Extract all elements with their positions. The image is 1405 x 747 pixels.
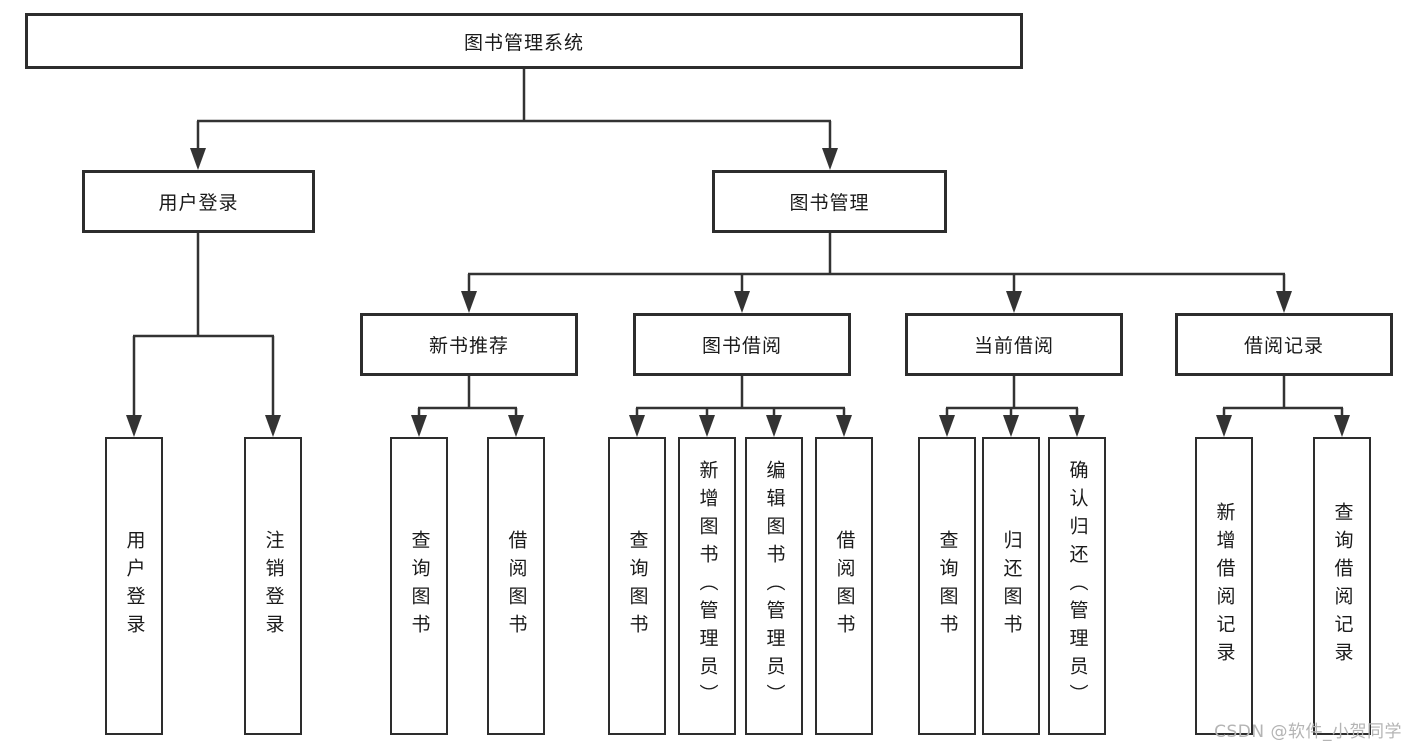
arrowhead — [461, 291, 477, 313]
leaf-current-return-books: 归还图书 — [982, 437, 1040, 735]
leaf-borrow-edit-books-admin-label: 编辑图书（管理员） — [763, 460, 786, 712]
connector-bookmgmt-to-level3 — [467, 233, 1286, 293]
leaf-current-confirm-return-admin-label: 确认归还（管理员） — [1066, 460, 1089, 712]
node-book-management-label: 图书管理 — [789, 192, 870, 214]
leaf-borrow-borrow-books: 借阅图书 — [815, 437, 873, 735]
leaf-user-login: 用户登录 — [105, 437, 163, 735]
leaf-record-add-record: 新增借阅记录 — [1195, 437, 1253, 735]
leaf-current-query-books-label: 查询图书 — [936, 530, 959, 642]
leaf-borrow-query-books-label: 查询图书 — [626, 530, 649, 642]
node-user-login-label: 用户登录 — [158, 192, 239, 214]
connector-records-to-leaves — [1222, 376, 1344, 417]
connector-root-to-level2 — [196, 69, 832, 150]
arrowhead — [766, 415, 782, 437]
node-new-book-recommend: 新书推荐 — [360, 313, 578, 376]
leaf-borrow-add-books-admin-label: 新增图书（管理员） — [696, 460, 719, 712]
arrowhead — [822, 148, 838, 170]
arrowhead — [629, 415, 645, 437]
arrowhead — [836, 415, 852, 437]
leaf-record-query-record-label: 查询借阅记录 — [1331, 502, 1354, 670]
connector-bookborrow-to-leaves — [635, 376, 846, 417]
leaf-record-add-record-label: 新增借阅记录 — [1213, 502, 1236, 670]
csdn-watermark: CSDN @软件_小贺同学 — [1214, 722, 1402, 742]
connector-segments — [132, 69, 1344, 417]
node-book-management: 图书管理 — [712, 170, 947, 233]
arrowhead — [411, 415, 427, 437]
leaf-current-return-books-label: 归还图书 — [1000, 530, 1023, 642]
leaf-newbook-borrow-books: 借阅图书 — [487, 437, 545, 735]
node-root: 图书管理系统 — [25, 13, 1023, 69]
leaf-newbook-borrow-books-label: 借阅图书 — [505, 530, 528, 642]
connector-userlogin-to-leaves — [132, 233, 275, 417]
node-current-borrow-label: 当前借阅 — [973, 335, 1054, 357]
arrowhead — [1334, 415, 1350, 437]
leaf-logout-label: 注销登录 — [262, 530, 285, 642]
leaf-newbook-query-books: 查询图书 — [390, 437, 448, 735]
connector-currentborrow-to-leaves — [945, 376, 1079, 417]
node-current-borrow: 当前借阅 — [905, 313, 1123, 376]
connector-newbook-to-leaves — [417, 376, 518, 417]
node-root-label: 图书管理系统 — [463, 31, 584, 54]
leaf-record-query-record: 查询借阅记录 — [1313, 437, 1371, 735]
node-user-login: 用户登录 — [82, 170, 315, 233]
leaf-newbook-query-books-label: 查询图书 — [408, 530, 431, 642]
node-new-book-recommend-label: 新书推荐 — [428, 335, 509, 357]
node-borrow-records: 借阅记录 — [1175, 313, 1393, 376]
arrowhead — [126, 415, 142, 437]
leaf-logout: 注销登录 — [244, 437, 302, 735]
arrowhead — [939, 415, 955, 437]
arrowhead — [190, 148, 206, 170]
arrowhead — [508, 415, 524, 437]
node-borrow-records-label: 借阅记录 — [1243, 335, 1324, 357]
node-book-borrow-label: 图书借阅 — [701, 335, 782, 357]
leaf-user-login-label: 用户登录 — [123, 530, 146, 642]
leaf-borrow-edit-books-admin: 编辑图书（管理员） — [745, 437, 803, 735]
leaf-borrow-query-books: 查询图书 — [608, 437, 666, 735]
arrowhead — [699, 415, 715, 437]
arrowhead — [265, 415, 281, 437]
arrowhead — [1216, 415, 1232, 437]
arrowheads — [126, 148, 1350, 437]
leaf-borrow-borrow-books-label: 借阅图书 — [833, 530, 856, 642]
arrowhead — [1276, 291, 1292, 313]
leaf-borrow-add-books-admin: 新增图书（管理员） — [678, 437, 736, 735]
arrowhead — [1006, 291, 1022, 313]
node-book-borrow: 图书借阅 — [633, 313, 851, 376]
leaf-current-query-books: 查询图书 — [918, 437, 976, 735]
arrowhead — [1069, 415, 1085, 437]
leaf-current-confirm-return-admin: 确认归还（管理员） — [1048, 437, 1106, 735]
arrowhead — [1003, 415, 1019, 437]
arrowhead — [734, 291, 750, 313]
